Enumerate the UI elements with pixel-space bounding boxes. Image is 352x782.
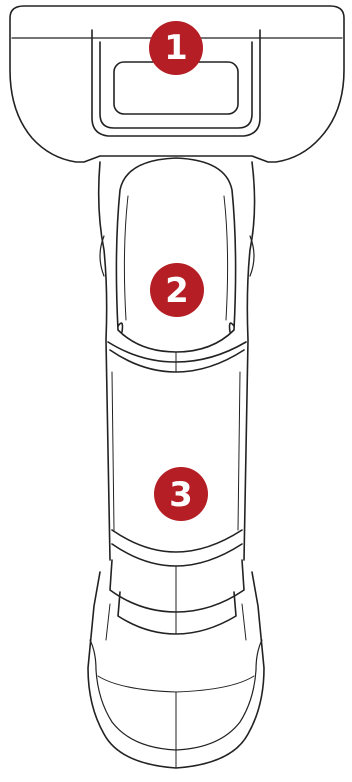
handle-collar [110, 560, 244, 634]
callout-1-number: 1 [164, 28, 188, 68]
callout-2-number: 2 [165, 271, 189, 311]
callout-1: 1 [149, 21, 203, 75]
callout-3: 3 [154, 467, 208, 521]
trigger [116, 158, 235, 352]
callout-2: 2 [150, 263, 204, 317]
callout-3-number: 3 [169, 475, 193, 515]
